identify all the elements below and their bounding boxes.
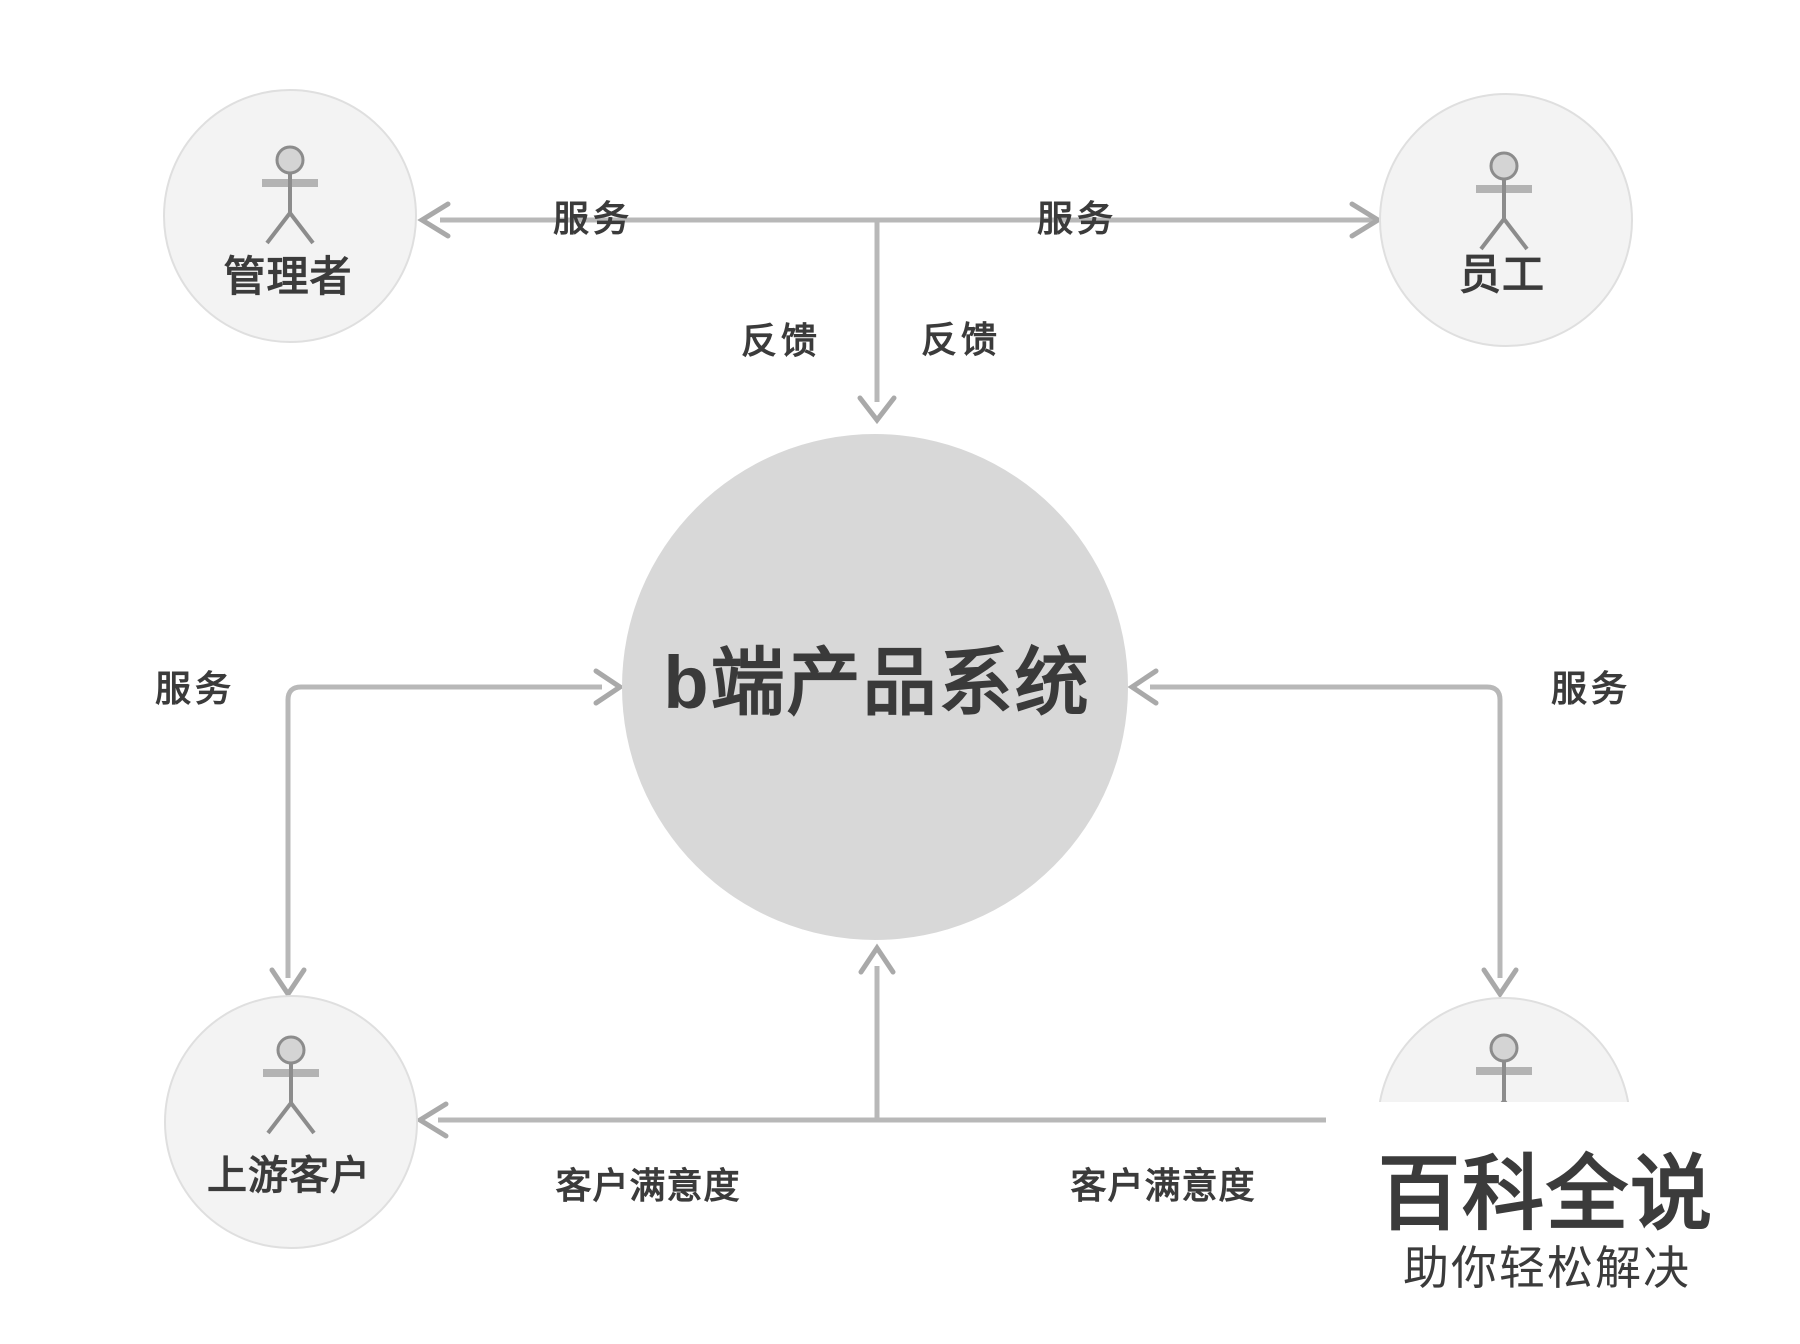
- employee-label: 员工: [1459, 251, 1545, 298]
- edge-label-satisfaction-left: 客户满意度: [555, 1165, 740, 1206]
- arrowhead-down-icon: [857, 395, 897, 425]
- node-center-system: b端产品系统: [622, 434, 1128, 940]
- center-system-label: b端产品系统: [663, 641, 1090, 724]
- connector-feedback-to-center: [857, 222, 897, 425]
- node-employee: 员工: [1379, 93, 1633, 347]
- edge-label-service-top-right: 服务: [1037, 198, 1117, 239]
- node-manager: 管理者: [163, 89, 417, 343]
- connector-service-left-l: [269, 668, 625, 999]
- arrowhead-right-icon: [593, 668, 625, 706]
- center-system-circle: [622, 434, 1128, 940]
- manager-label: 管理者: [223, 253, 352, 300]
- edge-label-satisfaction-right: 客户满意度: [1070, 1165, 1255, 1206]
- arrowhead-up-icon: [858, 943, 896, 975]
- arrowhead-left-icon: [417, 201, 451, 239]
- connector-service-right-l: [1127, 668, 1519, 999]
- arrowhead-right-icon: [1349, 201, 1383, 239]
- edge-label-feedback-right: 反馈: [921, 319, 1001, 360]
- upstream-customer-circle: [164, 995, 418, 1249]
- arrowhead-left-icon: [415, 1101, 449, 1139]
- connector-manager-employee: [417, 201, 1383, 239]
- watermark-logo-text: 百科全说: [1378, 1149, 1714, 1240]
- arrowhead-down-icon: [269, 967, 307, 999]
- upstream-customer-label: 上游客户: [207, 1154, 371, 1198]
- watermark-slogan-text: 助你轻松解决: [1403, 1242, 1691, 1294]
- watermark-panel: [1330, 1102, 1800, 1344]
- node-upstream-customer: 上游客户: [164, 995, 418, 1249]
- arrowhead-left-icon: [1127, 668, 1159, 706]
- edge-label-service-mid-right: 服务: [1551, 668, 1631, 709]
- edge-label-service-mid-left: 服务: [155, 668, 235, 709]
- arrowhead-down-icon: [1481, 967, 1519, 999]
- connector-satisfaction-bottom: [415, 943, 1326, 1139]
- edge-label-service-top-left: 服务: [553, 198, 633, 239]
- edge-label-feedback-left: 反馈: [741, 320, 821, 361]
